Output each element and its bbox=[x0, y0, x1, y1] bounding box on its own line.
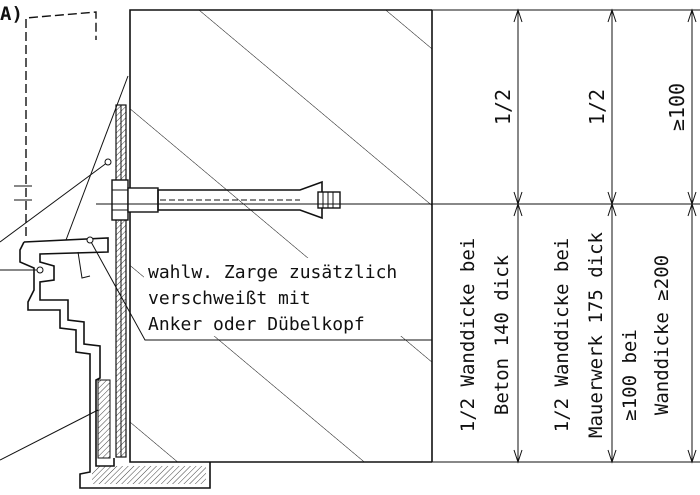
note-background bbox=[144, 258, 430, 336]
note-line-3: Anker oder Dübelkopf bbox=[148, 314, 365, 335]
dimension-lines bbox=[432, 8, 700, 464]
door-frame-profile bbox=[19, 237, 211, 489]
dim-col3-top: ≥100 bbox=[665, 83, 689, 131]
wall-section bbox=[129, 9, 433, 463]
anchor-bolt bbox=[111, 179, 341, 221]
dim-col3-bottom-line1: ≥100 bei bbox=[619, 329, 641, 421]
dim-col3-bottom-line2: Wanddicke ≥200 bbox=[651, 255, 673, 415]
leader-lines bbox=[0, 75, 432, 461]
adjacent-element-outline bbox=[25, 11, 97, 236]
mounting-plate bbox=[115, 104, 127, 458]
dim-col1-bottom-line1: 1/2 Wanddicke bei bbox=[457, 238, 479, 432]
dim-col1-top: 1/2 bbox=[491, 89, 515, 125]
dim-col2-top: 1/2 bbox=[585, 89, 609, 125]
note-line-2: verschweißt mit bbox=[148, 288, 311, 309]
dim-col2-bottom-line1: 1/2 Wanddicke bei bbox=[551, 238, 573, 432]
section-marker: A) bbox=[0, 3, 23, 25]
dim-col2-bottom-line2: Mauerwerk 175 dick bbox=[585, 231, 607, 437]
dim-col1-bottom-line2: Beton 140 dick bbox=[491, 254, 513, 415]
note-line-1: wahlw. Zarge zusätzlich bbox=[148, 262, 397, 283]
